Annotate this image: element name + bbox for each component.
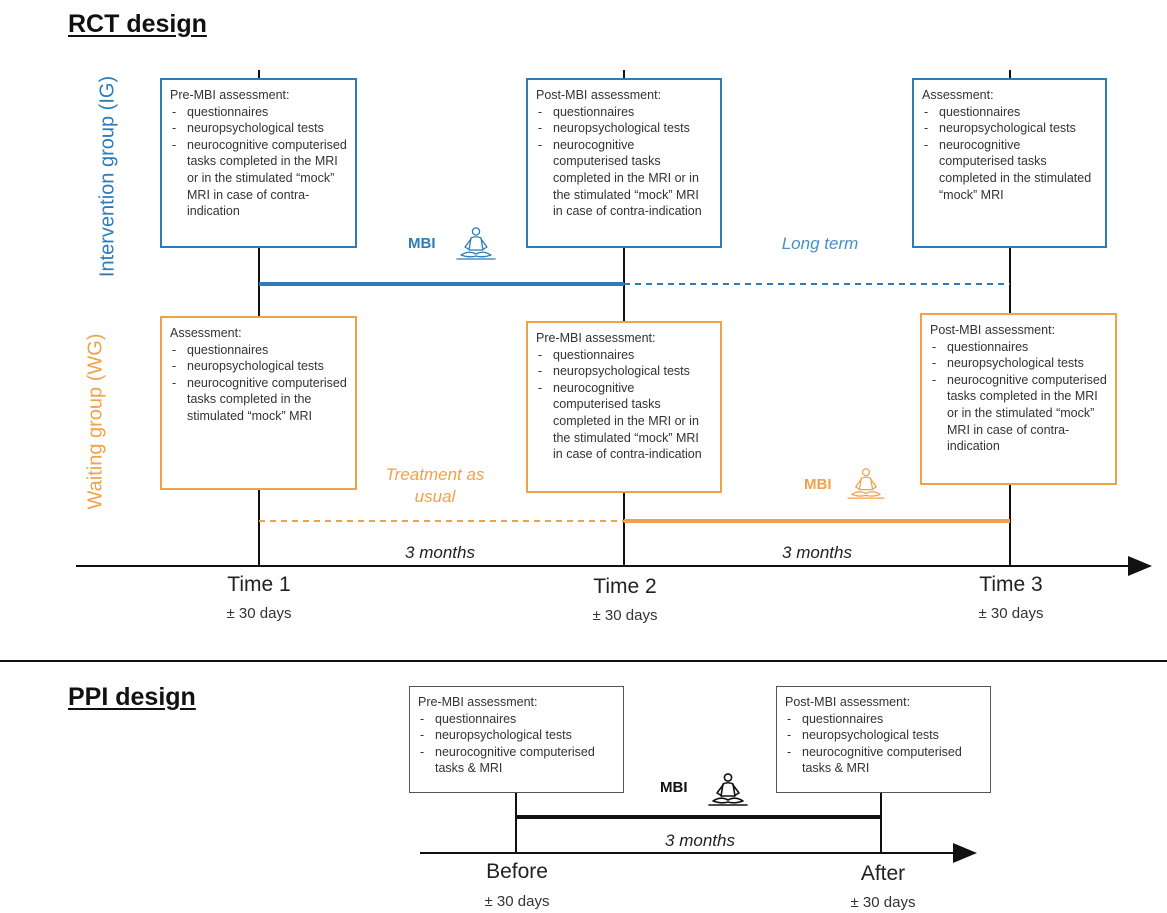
meditation-icon	[708, 773, 748, 806]
time1-label: Time 1	[227, 573, 291, 596]
time1-window: ± 30 days	[226, 605, 292, 622]
wg-box-time2: Pre-MBI assessment: questionnaires neuro…	[526, 321, 722, 493]
ppi-heading: PPI design	[68, 683, 196, 711]
box-title: Post-MBI assessment:	[785, 695, 911, 709]
box-item: neurocognitive computerised tasks comple…	[536, 380, 712, 463]
time3-label: Time 3	[979, 573, 1043, 596]
time2-window: ± 30 days	[592, 607, 658, 624]
box-title: Pre-MBI assessment:	[170, 88, 290, 102]
box-title: Pre-MBI assessment:	[536, 331, 656, 345]
wg-box-time1: Assessment: questionnaires neuropsycholo…	[160, 316, 357, 490]
rct-interval-1: 3 months	[405, 543, 475, 562]
box-item: neuropsychological tests	[170, 358, 347, 375]
ig-box-time2: Post-MBI assessment: questionnaires neur…	[526, 78, 722, 248]
wg-label: Waiting group (WG)	[84, 333, 107, 510]
ppi-mbi-label: MBI	[660, 779, 688, 796]
box-item: neuropsychological tests	[930, 355, 1107, 372]
before-label: Before	[486, 860, 548, 883]
box-item: neurocognitive computerised tasks & MRI	[785, 744, 982, 777]
wg-box-time3: Post-MBI assessment: questionnaires neur…	[920, 313, 1117, 485]
ig-mbi-label: MBI	[408, 235, 436, 252]
box-item: neurocognitive computerised tasks comple…	[536, 137, 712, 220]
box-item: neuropsychological tests	[785, 727, 982, 744]
box-title: Pre-MBI assessment:	[418, 695, 538, 709]
rct-interval-2: 3 months	[782, 543, 852, 562]
ppi-box-before: Pre-MBI assessment: questionnaires neuro…	[409, 686, 624, 793]
box-item: neurocognitive computerised tasks & MRI	[418, 744, 615, 777]
box-title: Assessment:	[922, 88, 994, 102]
box-item: questionnaires	[930, 339, 1107, 356]
ig-label: Intervention group (IG)	[96, 75, 119, 278]
after-label: After	[860, 862, 906, 885]
wg-treatment-label: Treatment as usual	[385, 465, 485, 506]
meditation-icon	[456, 227, 496, 260]
ppi-box-after: Post-MBI assessment: questionnaires neur…	[776, 686, 991, 793]
box-item: questionnaires	[418, 711, 615, 728]
wg-mbi-label: MBI	[804, 476, 832, 493]
box-item: neuropsychological tests	[170, 120, 347, 137]
box-item: neurocognitive computerised tasks comple…	[170, 137, 347, 220]
box-title: Post-MBI assessment:	[930, 323, 1056, 337]
box-title: Assessment:	[170, 326, 242, 340]
box-item: questionnaires	[170, 104, 347, 121]
ppi-interval: 3 months	[665, 831, 735, 850]
rct-heading: RCT design	[68, 10, 207, 38]
time3-window: ± 30 days	[978, 605, 1044, 622]
box-item: neurocognitive computerised tasks comple…	[922, 137, 1097, 203]
before-window: ± 30 days	[484, 893, 550, 910]
box-item: neuropsychological tests	[418, 727, 615, 744]
box-item: questionnaires	[785, 711, 982, 728]
ig-long-term-label: Long term	[781, 234, 859, 253]
meditation-icon	[847, 468, 885, 499]
time2-label: Time 2	[593, 575, 657, 598]
box-item: neuropsychological tests	[536, 363, 712, 380]
box-item: neurocognitive computerised tasks comple…	[930, 372, 1107, 455]
ig-box-time1: Pre-MBI assessment: questionnaires neuro…	[160, 78, 357, 248]
box-title: Post-MBI assessment:	[536, 88, 662, 102]
box-item: questionnaires	[536, 347, 712, 364]
box-item: neuropsychological tests	[536, 120, 712, 137]
box-item: neurocognitive computerised tasks comple…	[170, 375, 347, 425]
ig-box-time3: Assessment: questionnaires neuropsycholo…	[912, 78, 1107, 248]
box-item: neuropsychological tests	[922, 120, 1097, 137]
box-item: questionnaires	[536, 104, 712, 121]
box-item: questionnaires	[922, 104, 1097, 121]
after-window: ± 30 days	[850, 894, 916, 911]
box-item: questionnaires	[170, 342, 347, 359]
